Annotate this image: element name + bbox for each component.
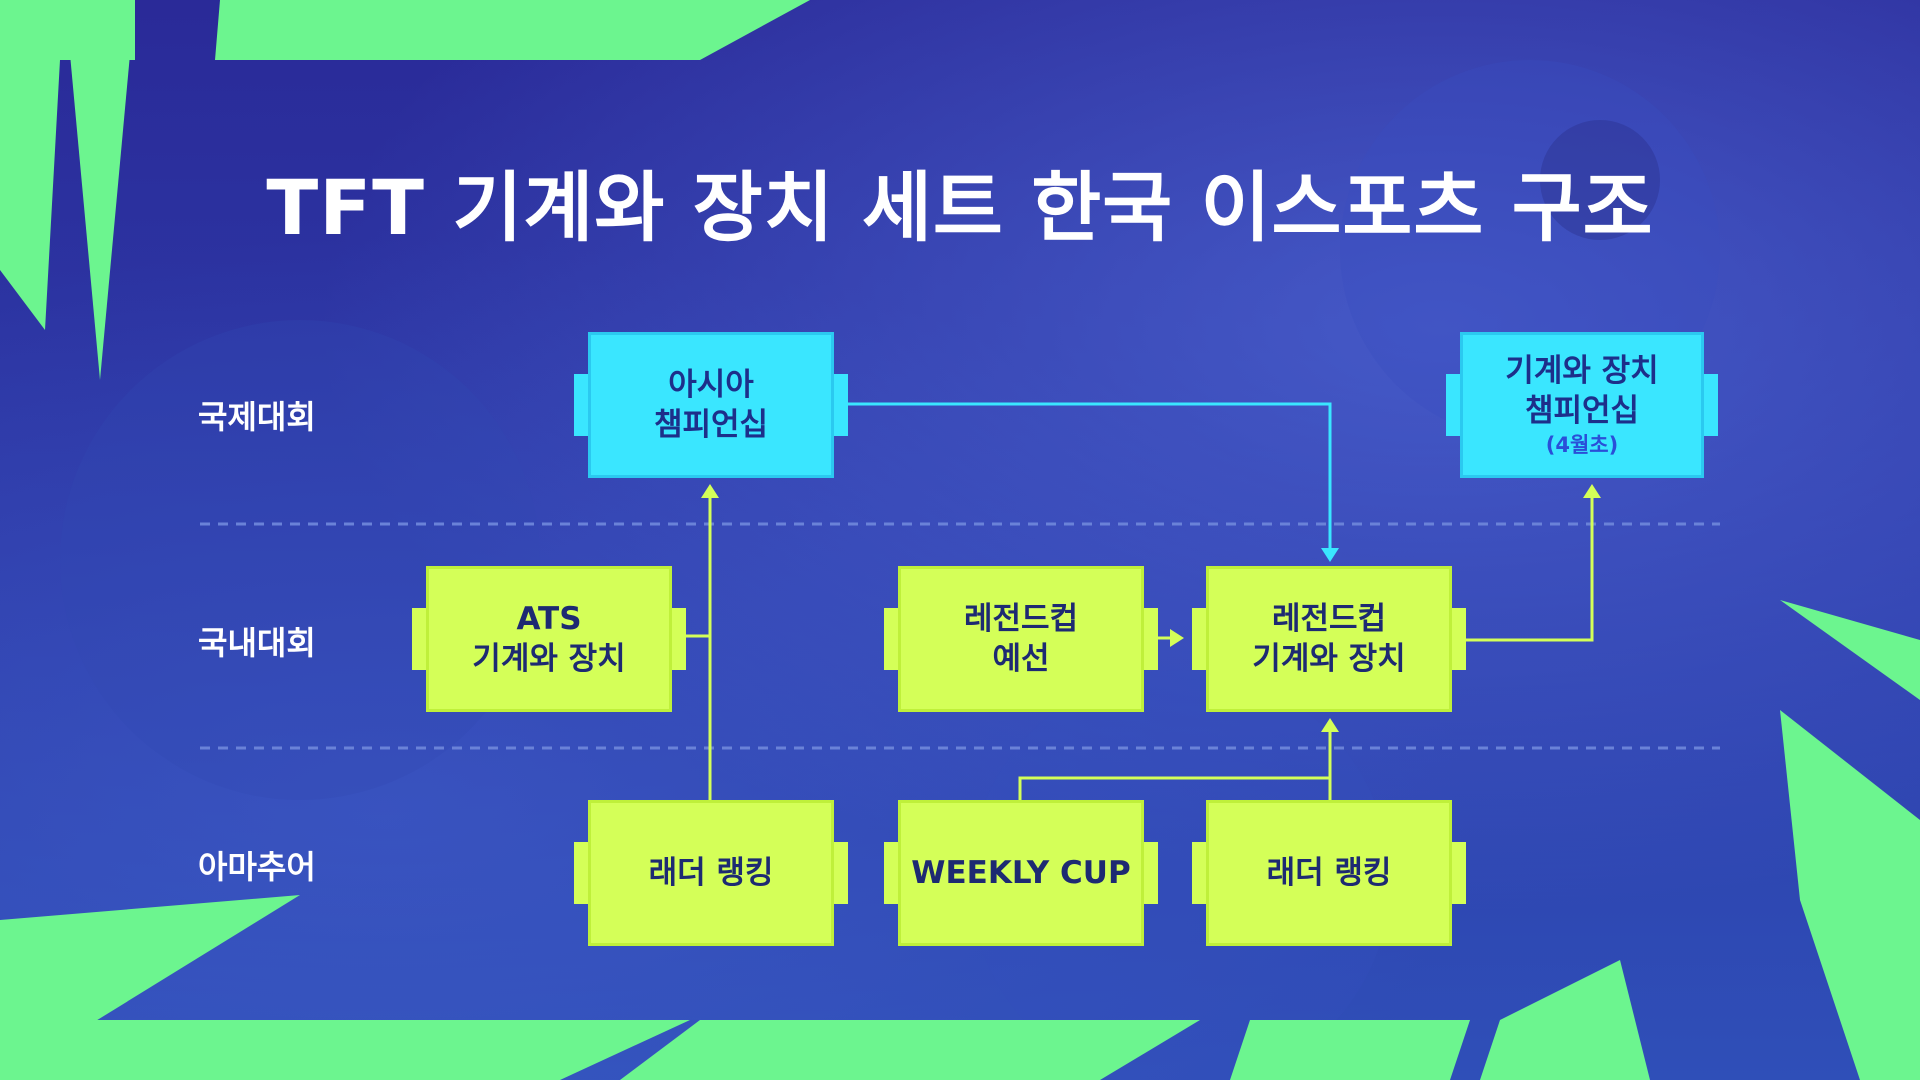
- node-world-championship: 기계와 장치 챔피언십 (4월초): [1446, 332, 1718, 478]
- node-line: 아시아: [668, 367, 754, 403]
- node-tab: [884, 842, 898, 904]
- connector-weekly-to-legend: [1018, 776, 1330, 800]
- node-tab: [1452, 608, 1466, 670]
- node-legend-cup: 레전드컵 기계와 장치: [1192, 566, 1466, 712]
- row-label-amateur: 아마추어: [198, 848, 316, 886]
- arrowhead: [1321, 718, 1339, 732]
- node-asia-championship: 아시아 챔피언십: [574, 332, 848, 478]
- node-tab: [834, 374, 848, 436]
- node-tab: [1192, 608, 1206, 670]
- node-tab: [1144, 842, 1158, 904]
- node-tab: [1192, 842, 1206, 904]
- node-line: 기계와 장치: [472, 641, 626, 677]
- node-line: WEEKLY CUP: [911, 855, 1131, 891]
- node-line: 레전드컵: [1271, 601, 1387, 637]
- node-line: 래더 랭킹: [1266, 855, 1392, 891]
- node-tab: [1144, 608, 1158, 670]
- node-tab: [1704, 374, 1718, 436]
- connector-asia-to-legend: [848, 402, 1332, 548]
- node-line: 예선: [992, 641, 1050, 677]
- node-tab: [1452, 842, 1466, 904]
- node-ladder-ranking-2: 래더 랭킹: [1192, 800, 1466, 946]
- node-line: ATS: [516, 601, 582, 637]
- node-weekly-cup: WEEKLY CUP: [884, 800, 1158, 946]
- arrowhead: [1321, 548, 1339, 562]
- arrowhead: [1583, 484, 1601, 498]
- node-tab: [1446, 374, 1460, 436]
- arrowhead: [701, 484, 719, 498]
- node-line: 기계와 장치: [1505, 353, 1659, 389]
- row-label-international: 국제대회: [198, 398, 316, 436]
- node-tab: [672, 608, 686, 670]
- arrowhead: [1170, 629, 1184, 647]
- node-tab: [412, 608, 426, 670]
- node-ladder-ranking-1: 래더 랭킹: [574, 800, 848, 946]
- page-title: TFT 기계와 장치 세트 한국 이스포츠 구조: [266, 163, 1654, 252]
- node-legend-cup-qualifier: 레전드컵 예선: [884, 566, 1158, 712]
- node-line: 기계와 장치: [1252, 641, 1406, 677]
- node-tab: [574, 842, 588, 904]
- node-tab: [574, 374, 588, 436]
- node-tab: [834, 842, 848, 904]
- node-line: 래더 랭킹: [648, 855, 774, 891]
- node-line: 챔피언십: [653, 407, 769, 443]
- node-line: 챔피언십: [1524, 393, 1640, 429]
- connector-legend-to-worlds: [1466, 498, 1594, 642]
- node-note: (4월초): [1545, 433, 1619, 457]
- row-label-domestic: 국내대회: [198, 624, 316, 662]
- node-line: 레전드컵: [963, 601, 1079, 637]
- node-tab: [884, 608, 898, 670]
- node-ats: ATS 기계와 장치: [412, 566, 686, 712]
